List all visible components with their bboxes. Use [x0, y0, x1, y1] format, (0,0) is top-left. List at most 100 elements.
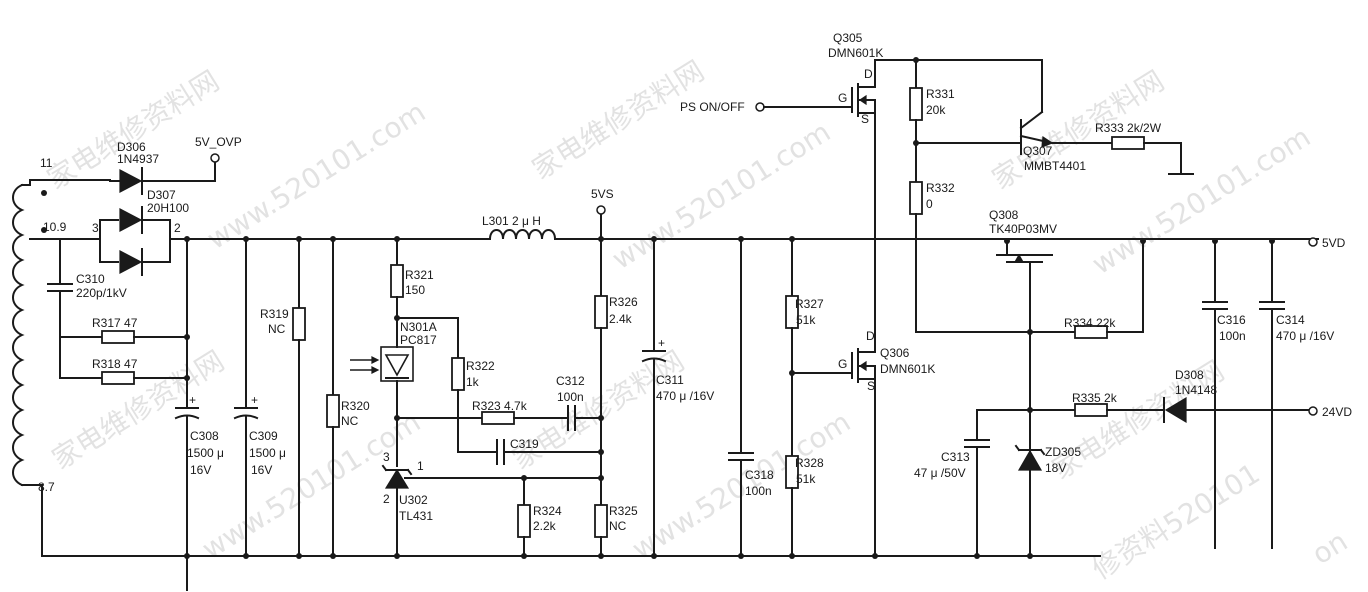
svg-text:+: + [251, 393, 258, 407]
resistor-r323 [481, 411, 515, 425]
component-value: 16V [251, 463, 272, 477]
transistor-q307: Q307 MMBT4401 [915, 59, 1113, 173]
watermark: 家电维修资料网 [526, 54, 710, 186]
resistor-r317 [101, 330, 135, 344]
component-value: TK40P03MV [989, 222, 1057, 236]
resistor-r319 [292, 307, 306, 341]
capacitor-c309: + C309 1500 μ 16V [233, 236, 286, 557]
component-ref: R321 [405, 268, 434, 282]
node-label: 5VS [591, 187, 614, 201]
component-value: DMN601K [828, 46, 883, 60]
tap-label: 10.9 [43, 220, 67, 234]
component-ref: C312 [556, 374, 585, 388]
capacitor-c318: C318 100n [728, 236, 774, 557]
component-value: 2.4k [609, 312, 633, 326]
component-ref: D306 [117, 140, 146, 154]
component-value: 100n [557, 390, 584, 404]
component-ref: R333 2k/2W [1095, 121, 1162, 135]
component-value: 1k [466, 375, 480, 389]
component-ref: R334 22k [1064, 316, 1116, 330]
component-ref: ZD305 [1045, 445, 1081, 459]
resistor-r322 [451, 357, 465, 391]
regulator-u302: 3 1 2 U302 TL431 [381, 450, 602, 557]
diode-d307: D307 20H100 [119, 188, 189, 276]
component-ref: D308 [1175, 368, 1204, 382]
component-value: NC [268, 322, 286, 336]
component-value: 1N4148 [1175, 383, 1217, 397]
component-ref: C308 [190, 429, 219, 443]
component-value: 51k [796, 472, 816, 486]
component-ref: R331 [926, 87, 955, 101]
component-ref: R332 [926, 181, 955, 195]
component-ref: R325 [609, 504, 638, 518]
component-ref: C313 [941, 450, 970, 464]
component-ref: C310 [76, 272, 105, 286]
watermark: www.520101.com [201, 95, 431, 256]
component-ref: R326 [609, 295, 638, 309]
component-value: DMN601K [880, 362, 935, 376]
component-value: 16V [190, 463, 211, 477]
component-value: 100n [1219, 329, 1246, 343]
component-ref: D307 [147, 188, 176, 202]
component-ref: C309 [249, 429, 278, 443]
pin-label: 2 [383, 492, 390, 506]
pin-label: G [838, 357, 847, 371]
component-ref: N301A [400, 320, 437, 334]
component-ref: U302 [399, 493, 428, 507]
component-ref: R318 47 [92, 357, 138, 371]
resistor-r318 [101, 371, 135, 385]
pin-label: D [866, 329, 875, 343]
resistor-r333 [1111, 136, 1145, 150]
component-ref: Q306 [880, 346, 910, 360]
component-value: 20H100 [147, 201, 189, 215]
pin-label: G [838, 91, 847, 105]
capacitor-c316: C316 100n [1202, 238, 1246, 549]
transformer-winding: 11 10.9 8.7 [12, 156, 67, 557]
capacitor-c308: + C308 1500 μ 16V [174, 393, 224, 557]
capacitor-c313: C313 47 μ /50V [914, 409, 990, 556]
node-label: 5VD [1322, 236, 1346, 250]
resistor-r332 [909, 181, 923, 215]
watermark: 家电维修资料网 [506, 344, 690, 476]
component-value: 47 μ /50V [914, 466, 966, 480]
resistor-r335 [1074, 403, 1108, 417]
mosfet-q305: D G S Q305 DMN601K PS ON/OFF [680, 31, 1043, 333]
watermark: 修资料520101 [1086, 457, 1265, 586]
node-label: 5V_OVP [195, 135, 242, 149]
node-label: 2 [174, 221, 181, 235]
watermark: www.520101.com [606, 115, 836, 276]
component-ref: R335 2k [1072, 391, 1118, 405]
inductor-l301: L301 2 μ H [482, 214, 557, 241]
resistor-r321 [390, 264, 404, 298]
capacitor-c310: C310 220p/1kV [47, 238, 127, 379]
svg-text:+: + [658, 336, 665, 350]
component-ref: R322 [466, 359, 495, 373]
component-ref: Q308 [989, 208, 1019, 222]
component-ref: R327 [795, 297, 824, 311]
component-value: 1500 μ [249, 446, 286, 460]
component-value: 0 [926, 197, 933, 211]
resistor-r324 [517, 504, 531, 538]
svg-text:+: + [189, 393, 196, 407]
node-label: PS ON/OFF [680, 100, 745, 114]
component-ref: C316 [1217, 313, 1246, 327]
component-value: PC817 [400, 333, 437, 347]
node-label: 3 [92, 221, 99, 235]
pin-label: D [864, 67, 873, 81]
component-ref: Q305 [833, 31, 863, 45]
component-ref: R317 47 [92, 316, 138, 330]
component-ref: Q307 [1023, 144, 1053, 158]
diode-d306: D306 1N4937 5V_OVP [109, 135, 242, 195]
component-value: NC [609, 519, 627, 533]
component-ref: C314 [1276, 313, 1305, 327]
zener-zd305: ZD305 18V [1014, 444, 1081, 475]
component-value: 2.2k [533, 519, 557, 533]
pin-label: S [861, 112, 869, 126]
tap-label: 8.7 [38, 480, 55, 494]
component-value: 220p/1kV [76, 286, 127, 300]
component-value: 1500 μ [187, 446, 224, 460]
tap-label: 11 [40, 156, 53, 170]
component-ref: R320 [341, 399, 370, 413]
optocoupler-n301a: N301A PC817 [350, 315, 459, 467]
